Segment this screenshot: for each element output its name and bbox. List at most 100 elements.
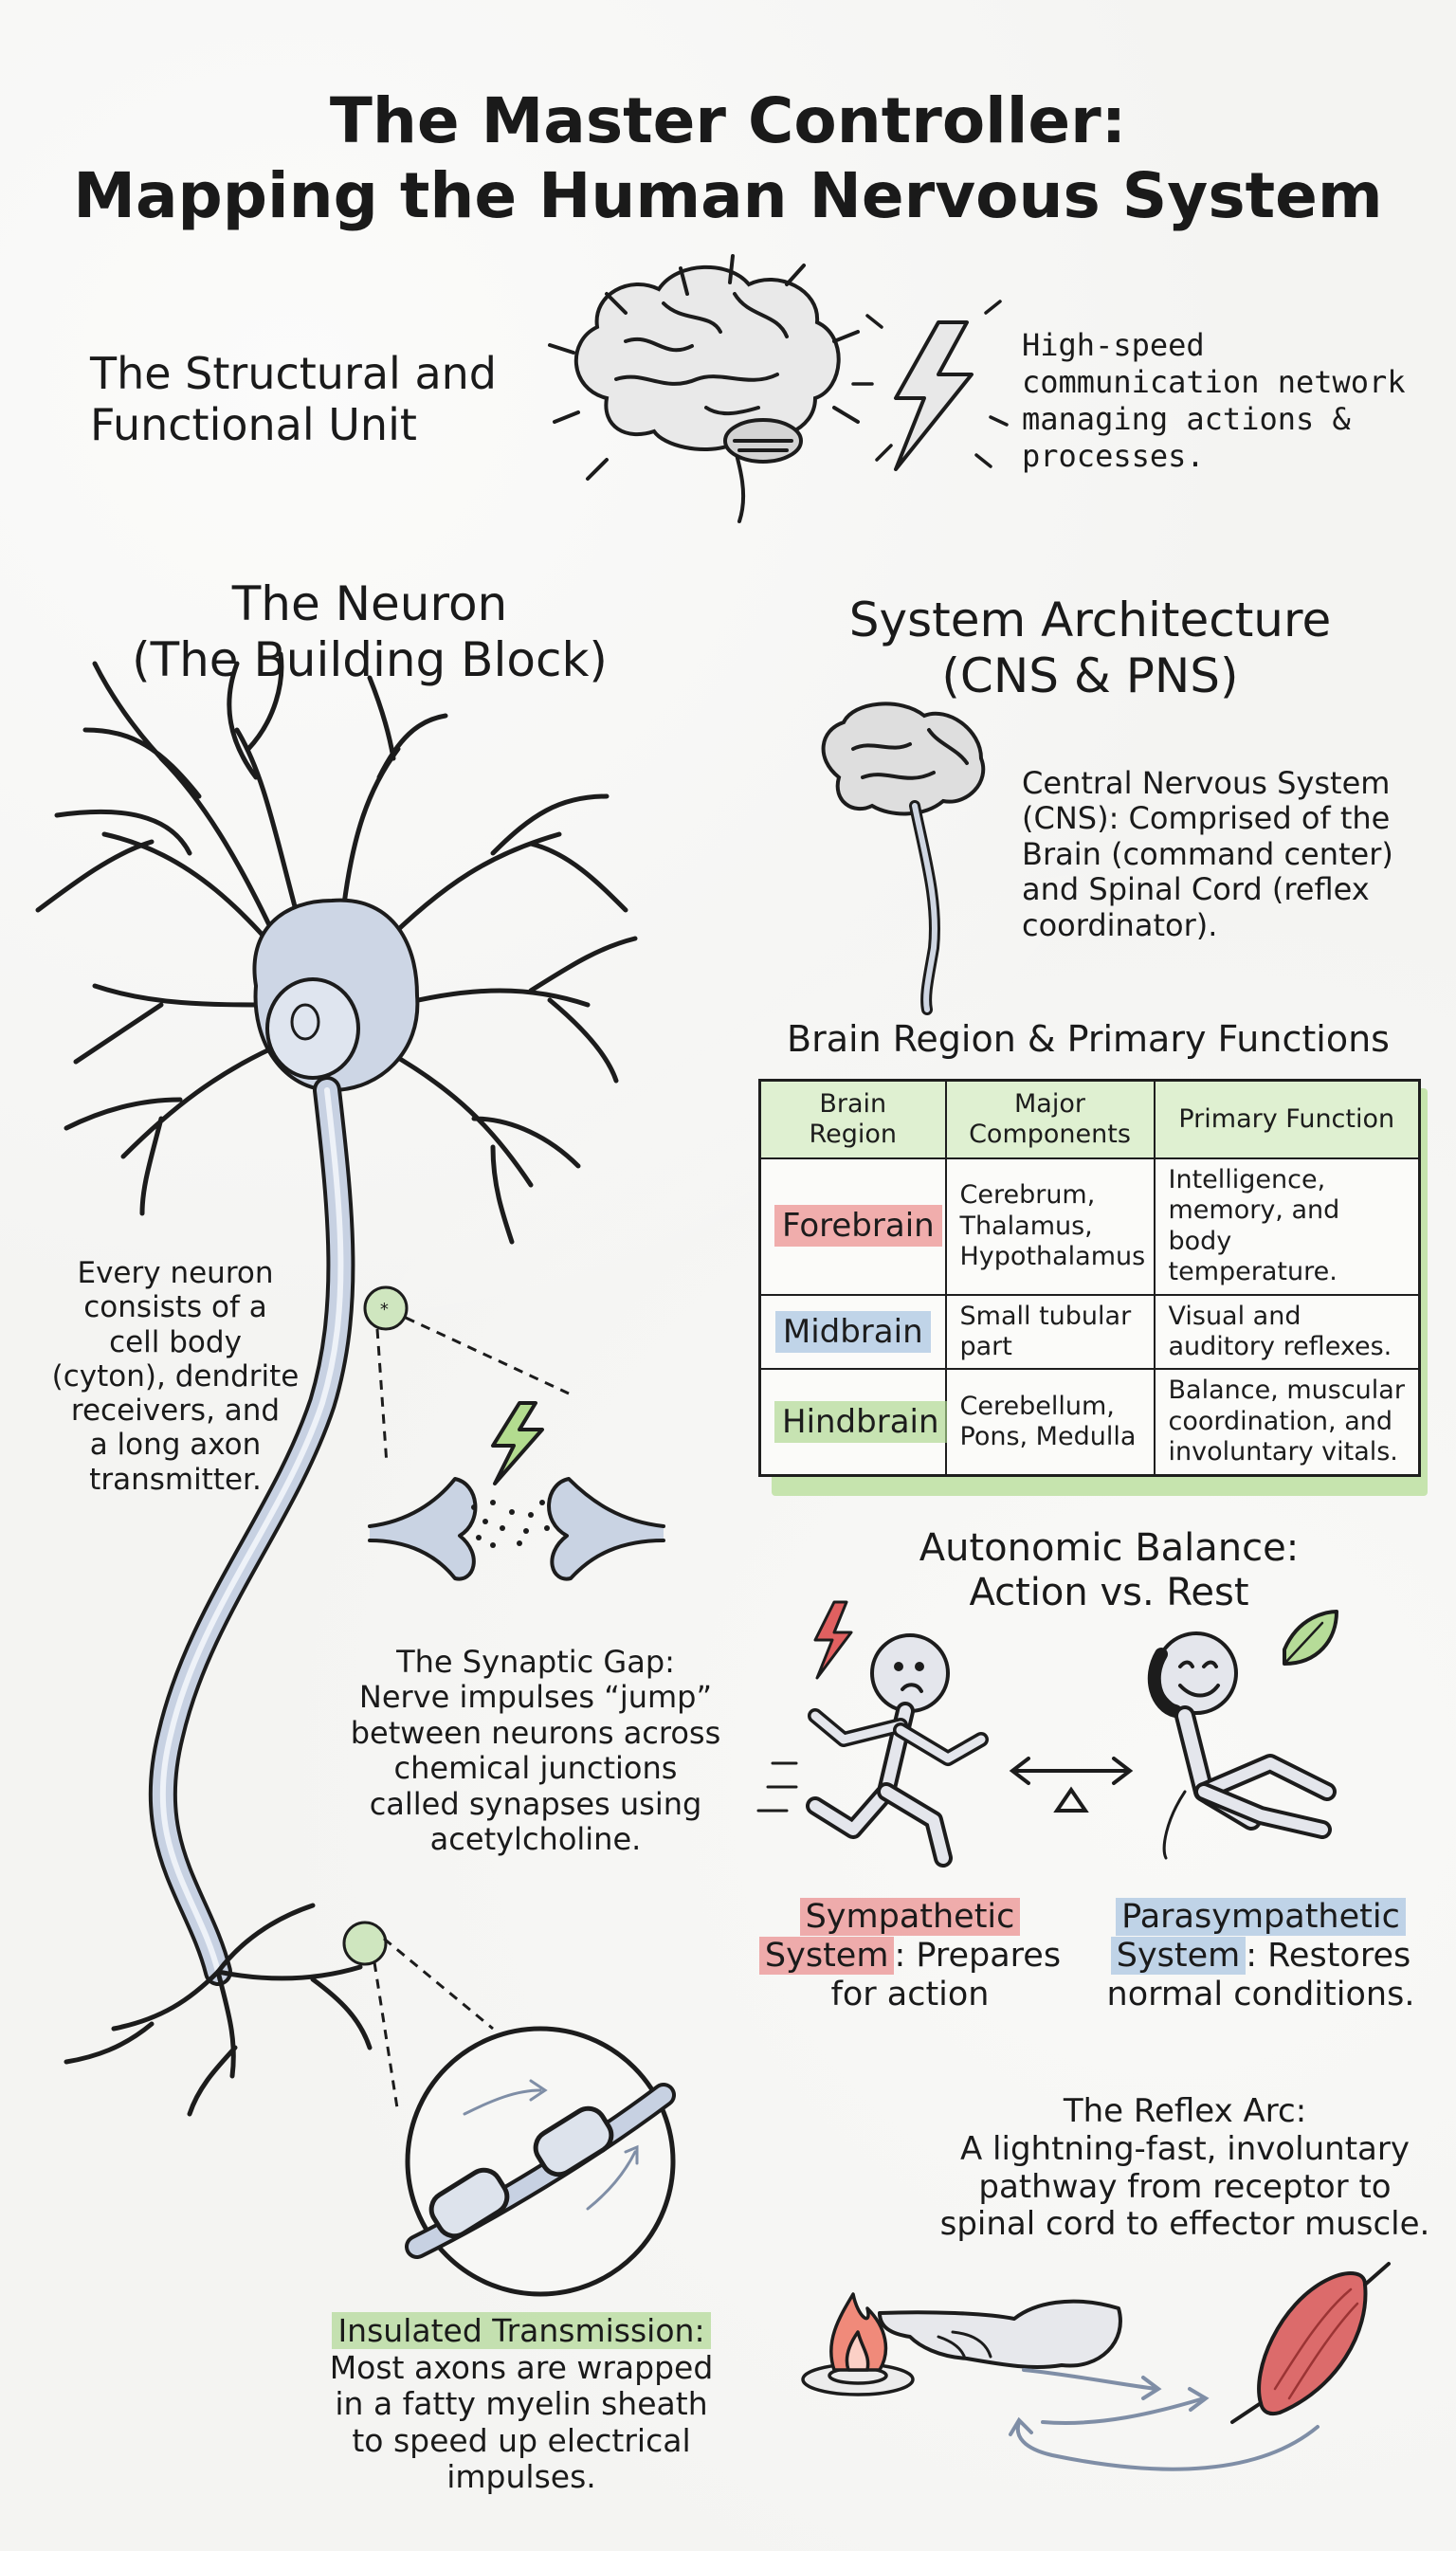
- region-cell: Forebrain: [758, 1157, 947, 1296]
- intro-description: High-speed communication network managin…: [1022, 327, 1406, 475]
- synapse-line-1: The Synaptic Gap:: [396, 1644, 675, 1680]
- synapse-icon: [368, 1401, 665, 1581]
- neuron-description: Every neuron consists of a cell body (cy…: [38, 1256, 313, 1497]
- neuron-line-5: receivers, and: [70, 1394, 281, 1429]
- reflex-line-3: spinal cord to effector muscle.: [939, 2205, 1430, 2244]
- brain-icon: [573, 264, 841, 523]
- parasympathetic-term: Parasympathetic: [1116, 1898, 1406, 1936]
- myelin-heading: Insulated Transmission:: [332, 2312, 711, 2349]
- myelin-line-3: to speed up electrical: [352, 2421, 691, 2459]
- table-row: Midbrain Small tubular part Visual and a…: [758, 1293, 1421, 1371]
- region-cell: Hindbrain: [758, 1368, 947, 1477]
- intro-description-line-4: processes.: [1022, 438, 1205, 475]
- synapse-line-3: between neurons across: [350, 1714, 721, 1751]
- components-cell: Cerebrum, Thalamus, Hypothalamus: [944, 1157, 1156, 1296]
- page-title-line-2: Mapping the Human Nervous System: [73, 159, 1383, 233]
- intro-label: The Structural and Functional Unit: [90, 348, 498, 451]
- neuron-illustration: [35, 651, 638, 2117]
- header-primary-function: Primary Function: [1153, 1079, 1421, 1159]
- intro-label-line-1: The Structural and: [90, 348, 498, 399]
- synapse-line-5: called synapses using: [369, 1785, 702, 1822]
- parasympathetic-term-2: System: [1110, 1936, 1247, 1975]
- architecture-heading-line-2: (CNS & PNS): [941, 647, 1239, 703]
- myelin-line-2: in a fatty myelin sheath: [335, 2385, 708, 2423]
- cns-line-4: and Spinal Cord (reflex: [1022, 871, 1370, 908]
- neuron-line-2: consists of a: [83, 1290, 267, 1325]
- sympathetic-caption: Sympathetic System: Prepares for action: [749, 1898, 1071, 2014]
- reflex-line-2: pathway from receptor to: [978, 2167, 1392, 2206]
- muscle-icon: [1230, 2262, 1391, 2424]
- table-row: Hindbrain Cerebellum, Pons, Medulla Bala…: [758, 1368, 1421, 1477]
- myelin-line-1: Most axons are wrapped: [329, 2348, 714, 2386]
- myelin-heading-line: Insulated Transmission:: [303, 2312, 739, 2350]
- parasympathetic-caption-line-2: System: Restores: [1090, 1936, 1431, 1976]
- region-name: Midbrain: [774, 1310, 931, 1353]
- svg-text:*: *: [379, 1300, 390, 1320]
- synapse-line-6: acetylcholine.: [429, 1821, 642, 1858]
- region-name: Hindbrain: [774, 1400, 947, 1443]
- cns-line-2: (CNS): Comprised of the: [1022, 800, 1391, 837]
- parasympathetic-caption: Parasympathetic System: Restores normal …: [1090, 1898, 1431, 2014]
- region-cell: Midbrain: [758, 1293, 947, 1371]
- sympathetic-caption-line-1: Sympathetic: [749, 1898, 1071, 1937]
- intro-description-line-1: High-speed: [1022, 327, 1205, 363]
- neuron-heading-line-2: (The Building Block): [132, 631, 608, 687]
- function-cell: Visual and auditory reflexes.: [1153, 1293, 1421, 1371]
- myelin-sheath-icon: [405, 2026, 676, 2297]
- cns-line-1: Central Nervous System: [1022, 765, 1391, 801]
- function-cell: Intelligence, memory, and body temperatu…: [1153, 1157, 1421, 1296]
- brain-glow-rays: [548, 254, 860, 481]
- intro-label-line-2: Functional Unit: [90, 398, 417, 450]
- neuron-heading-line-1: The Neuron: [231, 576, 508, 631]
- reflex-heading: The Reflex Arc:: [1063, 2092, 1307, 2130]
- function-cell: Balance, muscular coordination, and invo…: [1153, 1368, 1421, 1477]
- myelin-callout: [342, 1921, 494, 2115]
- reflex-arc-arrows: [1009, 2368, 1320, 2471]
- synapse-line-2: Nerve impulses “jump”: [358, 1679, 713, 1716]
- reflex-line-1: A lightning-fast, involuntary: [959, 2129, 1410, 2168]
- page-title-line-1: The Master Controller:: [329, 84, 1127, 157]
- reflex-description: The Reflex Arc: A lightning-fast, involu…: [938, 2092, 1431, 2244]
- cns-brain-spinal-cord-icon: [821, 702, 986, 1015]
- synapse-callout: *: [363, 1285, 570, 1466]
- brain-region-table: Brain Region Major Components Primary Fu…: [758, 1079, 1428, 1496]
- balance-arrow-icon: [1009, 1757, 1134, 1813]
- myelin-line-4: impulses.: [446, 2458, 596, 2496]
- neuron-line-6: a long axon: [89, 1428, 262, 1463]
- autonomic-heading-line-2: Action vs. Rest: [969, 1570, 1249, 1614]
- sympathetic-rest-2: for action: [830, 1975, 990, 2013]
- sympathetic-term: Sympathetic: [799, 1898, 1021, 1936]
- autonomic-heading: Autonomic Balance: Action vs. Rest: [815, 1526, 1403, 1615]
- parasympathetic-caption-line-1: Parasympathetic: [1090, 1898, 1431, 1937]
- brain-table: Brain Region Major Components Primary Fu…: [758, 1079, 1421, 1477]
- synapse-description: The Synaptic Gap: Nerve impulses “jump” …: [322, 1644, 749, 1858]
- intro-description-line-3: managing actions &: [1022, 401, 1351, 438]
- parasympathetic-relaxing-icon: [1147, 1610, 1338, 1860]
- neuron-line-7: transmitter.: [89, 1462, 262, 1497]
- components-cell: Cerebellum, Pons, Medulla: [944, 1368, 1156, 1477]
- architecture-heading: System Architecture (CNS & PNS): [777, 592, 1403, 703]
- neuron-heading: The Neuron (The Building Block): [57, 576, 682, 687]
- cns-line-5: coordinator).: [1022, 906, 1218, 943]
- table-header-row: Brain Region Major Components Primary Fu…: [758, 1079, 1421, 1159]
- parasympathetic-rest-2: normal conditions.: [1106, 1975, 1415, 2013]
- myelin-description: Insulated Transmission: Most axons are w…: [303, 2312, 739, 2496]
- parasympathetic-rest-1: : Restores: [1246, 1936, 1411, 1975]
- brain-table-title: Brain Region & Primary Functions: [787, 1018, 1390, 1060]
- flame-stove-icon: [801, 2292, 915, 2396]
- autonomic-heading-line-1: Autonomic Balance:: [919, 1526, 1300, 1570]
- hand-icon: [878, 2299, 1122, 2370]
- table-row: Forebrain Cerebrum, Thalamus, Hypothalam…: [758, 1157, 1421, 1296]
- cns-description: Central Nervous System (CNS): Comprised …: [1022, 765, 1393, 943]
- header-brain-region: Brain Region: [758, 1079, 947, 1159]
- sympathetic-runner-icon: [756, 1600, 989, 1868]
- sympathetic-caption-line-2: System: Prepares: [749, 1936, 1071, 1976]
- page-title: The Master Controller: Mapping the Human…: [0, 83, 1456, 233]
- sympathetic-rest-1: : Prepares: [894, 1936, 1062, 1975]
- neuron-line-1: Every neuron: [77, 1256, 274, 1290]
- header-major-components: Major Components: [944, 1079, 1156, 1159]
- region-name: Forebrain: [774, 1205, 942, 1248]
- architecture-heading-line-1: System Architecture: [848, 592, 1332, 647]
- components-cell: Small tubular part: [944, 1293, 1156, 1371]
- cns-line-3: Brain (command center): [1022, 835, 1393, 872]
